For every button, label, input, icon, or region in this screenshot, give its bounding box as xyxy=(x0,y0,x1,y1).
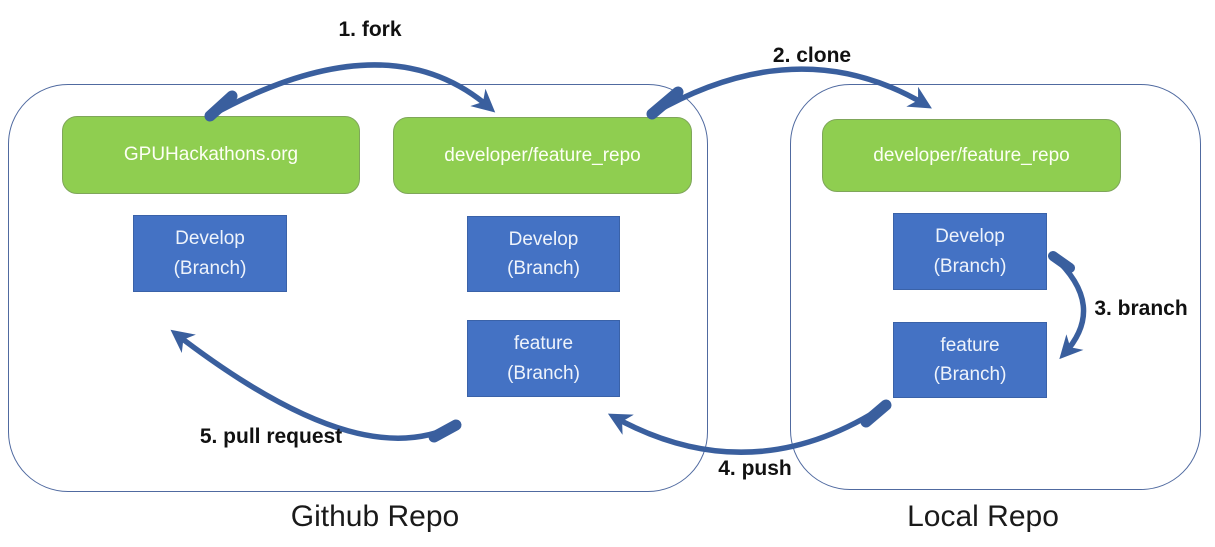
step-label-clone: 2. clone xyxy=(772,44,852,67)
local-repo-container xyxy=(790,84,1201,490)
step-label-fork: 1. fork xyxy=(338,18,402,41)
branch-suffix: (Branch) xyxy=(173,257,247,279)
branch-suffix: (Branch) xyxy=(933,364,1007,385)
github-repo-title: Github Repo xyxy=(290,500,460,533)
branch-suffix: (Branch) xyxy=(507,258,580,279)
branch-box-local-develop: Develop (Branch) xyxy=(893,213,1047,290)
local-repo-title: Local Repo xyxy=(907,500,1059,533)
repo-box-label: developer/feature_repo xyxy=(873,144,1070,166)
branch-box-github-fork-develop: Develop (Branch) xyxy=(467,216,620,292)
step-label-branch: 3. branch xyxy=(1094,297,1188,320)
repo-box-label: developer/feature_repo xyxy=(444,144,641,166)
step-label-pull-request: 5. pull request xyxy=(199,425,343,448)
repo-box-local-developer-feature-repo: developer/feature_repo xyxy=(822,119,1121,192)
repo-box-label: GPUHackathons.org xyxy=(123,144,299,165)
branch-name: Develop xyxy=(175,228,245,250)
branch-box-local-feature: feature (Branch) xyxy=(893,322,1047,398)
step-label-push: 4. push xyxy=(718,457,792,480)
branch-name: feature xyxy=(940,334,1000,356)
branch-suffix: (Branch) xyxy=(507,362,580,384)
branch-box-github-fork-feature: feature (Branch) xyxy=(467,320,620,397)
repo-box-github-developer-feature-repo: developer/feature_repo xyxy=(393,117,692,194)
branch-suffix: (Branch) xyxy=(933,255,1007,277)
branch-box-github-develop: Develop (Branch) xyxy=(133,215,287,292)
branch-name: Develop xyxy=(935,226,1005,248)
repo-box-gpuhackathons: GPUHackathons.org xyxy=(62,116,360,194)
branch-name: feature xyxy=(513,333,574,355)
branch-name: Develop xyxy=(508,228,579,250)
